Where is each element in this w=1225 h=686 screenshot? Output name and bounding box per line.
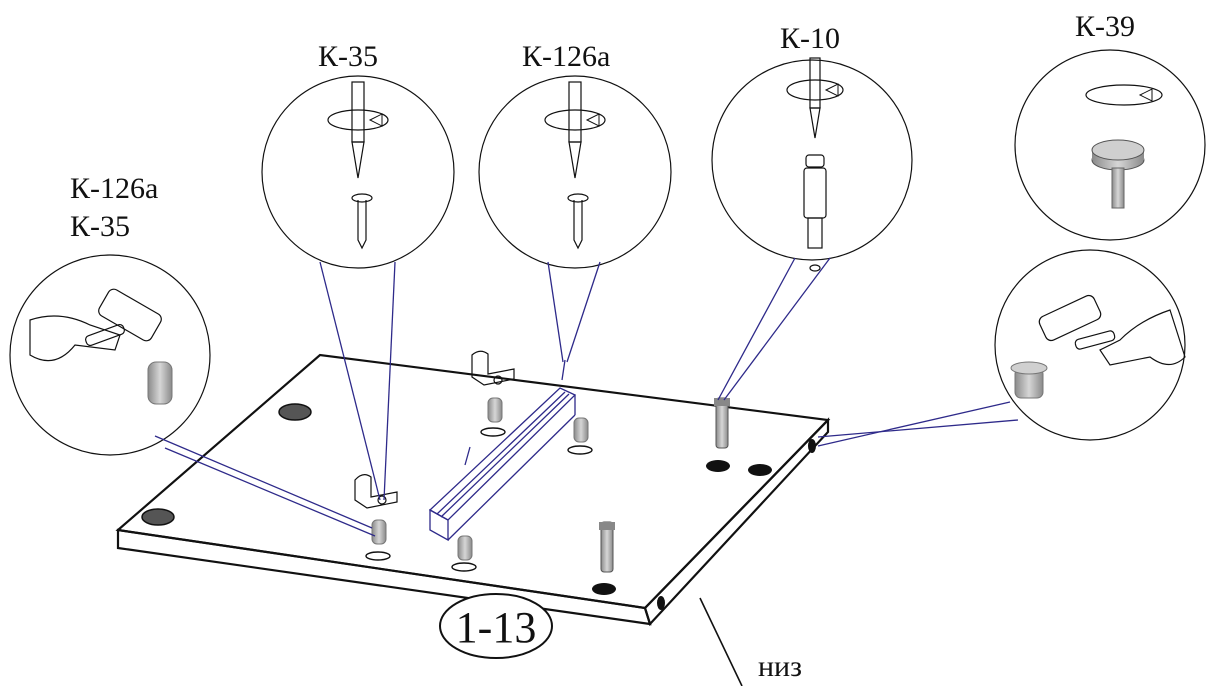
dowel-icon	[147, 361, 173, 405]
callout-hammer-glide	[817, 249, 1186, 447]
label-k35: К-35	[318, 40, 378, 73]
screwdriver-bit-icon	[568, 81, 582, 179]
hand-icon	[1099, 309, 1186, 366]
hand-icon	[29, 315, 121, 362]
screw-icon	[567, 193, 589, 250]
label-k10: К-10	[780, 22, 840, 55]
glide-foot-icon	[1010, 361, 1048, 399]
callout-k35	[261, 75, 455, 501]
angle-bracket	[471, 350, 515, 386]
dowel-icon	[371, 519, 387, 545]
label-k126a-k35-line2: К-35	[70, 210, 130, 243]
label-k39: К-39	[1075, 10, 1135, 43]
callout-k126a	[478, 75, 672, 363]
screw-icon	[351, 193, 373, 250]
dowel-icon	[487, 397, 503, 423]
hammer-icon	[85, 288, 162, 347]
angle-bracket	[354, 474, 398, 509]
screw-icon	[561, 359, 566, 381]
rotate-arrow-icon	[1085, 84, 1163, 106]
screwdriver-bit-icon	[809, 57, 821, 139]
panel-number-badge: 1-13	[439, 593, 553, 659]
callout-hammer-dowel	[9, 254, 376, 537]
callout-k39	[1014, 49, 1206, 241]
screw-icon	[464, 446, 471, 466]
rotate-arrow-icon	[544, 109, 606, 131]
glide-foot-icon	[1091, 139, 1145, 209]
bottom-side-indicator: низ	[699, 597, 802, 686]
callout-k10	[711, 57, 913, 401]
cam-bolt-icon	[803, 154, 827, 272]
dowel-icon	[457, 535, 473, 561]
dowel-icon	[573, 417, 589, 443]
rotate-arrow-icon	[786, 79, 844, 101]
channel-rail	[428, 387, 577, 542]
label-k126a: К-126а	[522, 40, 610, 73]
cam-bolt-icon	[599, 521, 615, 573]
label-k126a-k35-line1: К-126а	[70, 172, 158, 205]
rotate-arrow-icon	[327, 109, 389, 131]
panel-number: 1-13	[456, 603, 537, 652]
hammer-icon	[1038, 294, 1116, 350]
bottom-side-label: низ	[758, 650, 802, 683]
panel-holes	[141, 403, 816, 610]
cam-bolt-icon	[714, 397, 730, 449]
screwdriver-bit-icon	[351, 81, 365, 179]
panel-1-13	[115, 350, 831, 627]
